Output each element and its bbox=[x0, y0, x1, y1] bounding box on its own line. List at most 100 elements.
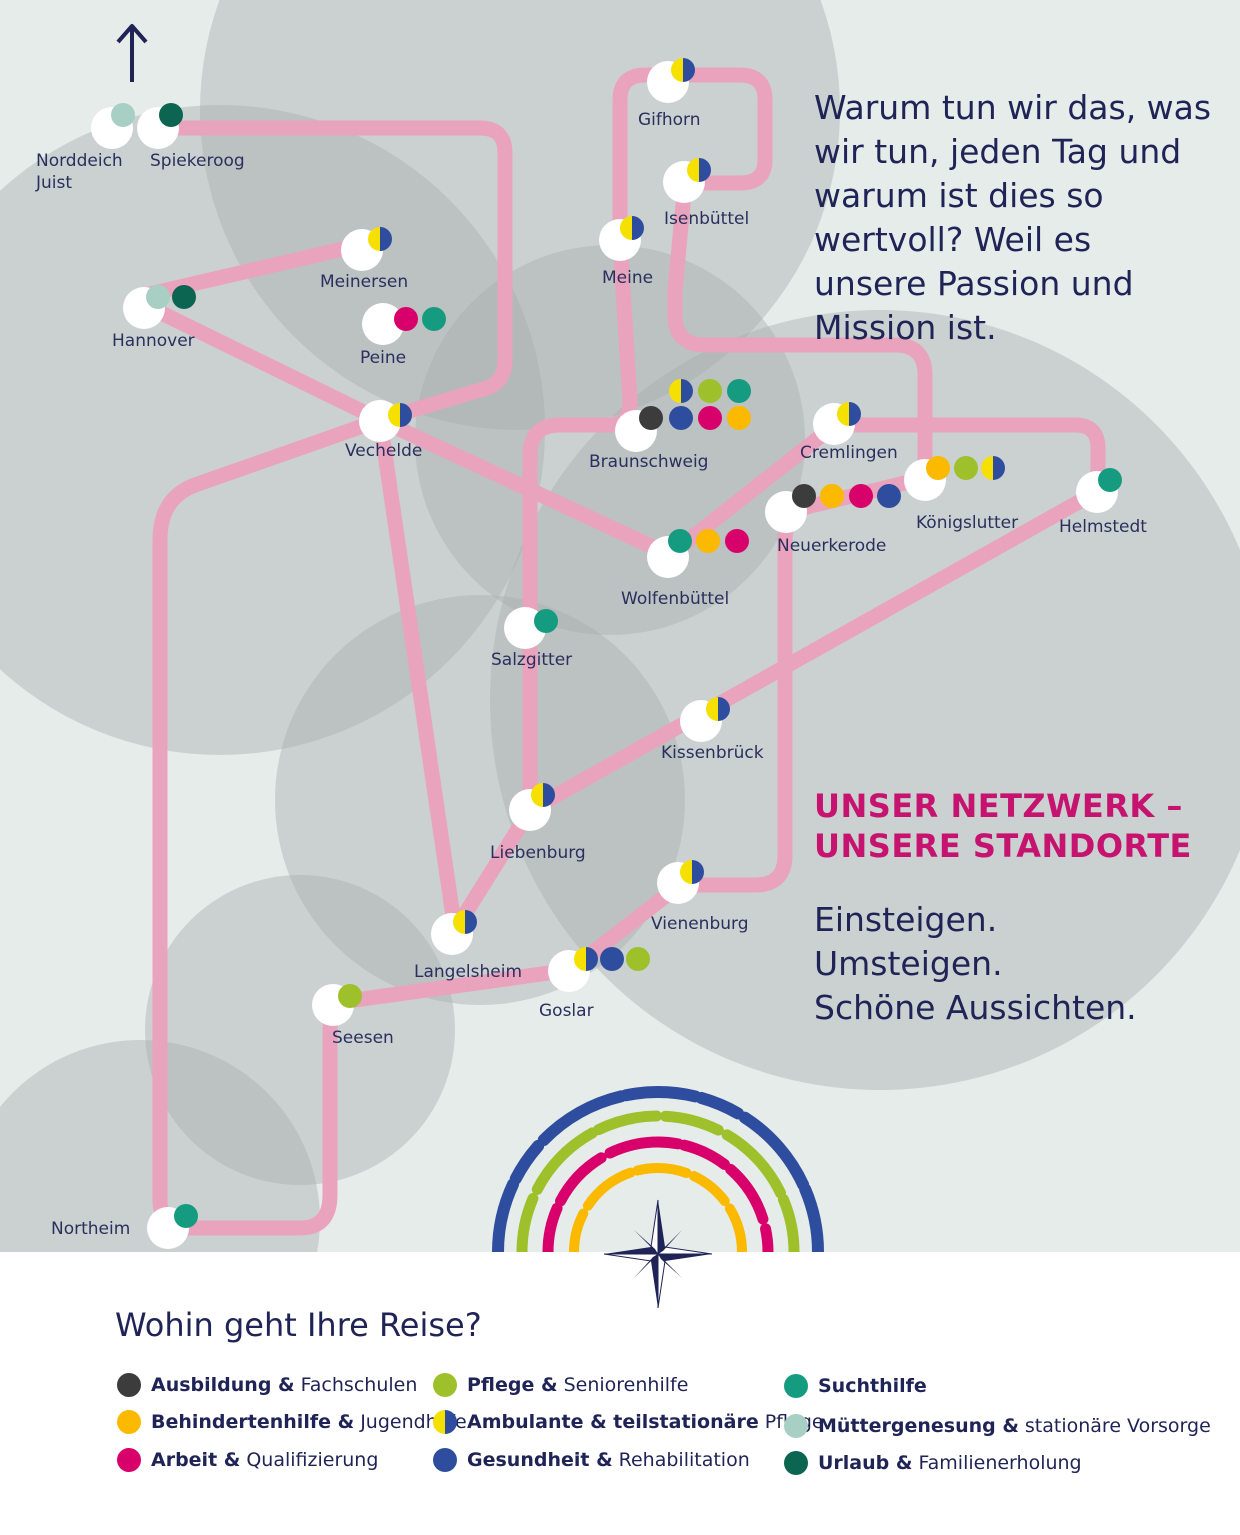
legend-dot-ausbildung bbox=[117, 1373, 141, 1397]
service-dot-ambulant bbox=[687, 158, 711, 182]
slogan-line-2: Umsteigen. bbox=[814, 944, 1003, 983]
legend-item-suchthilfe: Suchthilfe bbox=[784, 1374, 933, 1398]
station-label-kissenbrueck: Kissenbrück bbox=[661, 743, 764, 763]
service-dot-sucht bbox=[727, 379, 751, 403]
legend-label-bold: Behindertenhilfe & bbox=[151, 1411, 355, 1433]
service-dot-ambulant bbox=[669, 379, 693, 403]
service-dot-ambulant bbox=[837, 402, 861, 426]
service-dot-pflege bbox=[338, 984, 362, 1008]
station-label-vienenburg: Vienenburg bbox=[651, 914, 749, 934]
station-label-meine: Meine bbox=[602, 268, 653, 288]
station-label-neuerkerode: Neuerkerode bbox=[777, 536, 886, 556]
north-arrow-icon bbox=[114, 20, 150, 86]
service-dot-pflege bbox=[626, 947, 650, 971]
legend-label-bold: Ambulante & teilstationäre bbox=[467, 1411, 759, 1433]
legend-dot-arbeit bbox=[117, 1448, 141, 1472]
legend-item-urlaub: Urlaub &Familienerholung bbox=[784, 1451, 1082, 1475]
service-dot-ambulant bbox=[680, 860, 704, 884]
legend-item-gesundheit: Gesundheit &Rehabilitation bbox=[433, 1448, 750, 1472]
service-dot-behinderten bbox=[926, 456, 950, 480]
service-dot-ambulant bbox=[981, 456, 1005, 480]
station-label-langelsheim: Langelsheim bbox=[414, 962, 522, 982]
legend-label: Qualifizierung bbox=[246, 1449, 379, 1471]
legend-item-behindertenhilfe: Behindertenhilfe &Jugendhilfe bbox=[117, 1410, 467, 1434]
station-label-salzgitter: Salzgitter bbox=[491, 650, 572, 670]
route-lines bbox=[137, 67, 1108, 1236]
legend-label: stationäre Vorsorge bbox=[1024, 1415, 1211, 1437]
service-dot-arbeit bbox=[725, 529, 749, 553]
network-title: UNSER NETZWERK – UNSERE STANDORTE bbox=[814, 786, 1192, 866]
service-dot-sucht bbox=[422, 307, 446, 331]
station-label-meinersen: Meinersen bbox=[320, 272, 408, 292]
legend-label: Seniorenhilfe bbox=[563, 1374, 689, 1396]
service-dot-sucht bbox=[174, 1204, 198, 1228]
station-label-wolfenbuettel: Wolfenbüttel bbox=[621, 589, 729, 609]
service-dot-sucht bbox=[1098, 468, 1122, 492]
service-dot-muetter bbox=[146, 285, 170, 309]
service-dot-behinderten bbox=[696, 529, 720, 553]
service-dot-ambulant bbox=[368, 227, 392, 251]
station-label-isenbuettel: Isenbüttel bbox=[664, 209, 749, 229]
legend-dot-suchthilfe bbox=[784, 1374, 808, 1398]
legend-label: Familienerholung bbox=[918, 1452, 1082, 1474]
station-label-northeim: Northeim bbox=[51, 1219, 130, 1239]
service-dot-ambulant bbox=[706, 697, 730, 721]
legend-dot-ambulante-pflege bbox=[433, 1410, 457, 1434]
intro-text: Warum tun wir das, was wir tun, jeden Ta… bbox=[814, 88, 1212, 347]
service-dot-arbeit bbox=[394, 307, 418, 331]
slogan-line-3: Schöne Aussichten. bbox=[814, 988, 1137, 1027]
station-marker-peine[interactable] bbox=[362, 303, 404, 345]
station-label-seesen: Seesen bbox=[332, 1028, 394, 1048]
legend-item-ausbildung: Ausbildung &Fachschulen bbox=[117, 1373, 417, 1397]
slogan-line-1: Einsteigen. bbox=[814, 900, 998, 939]
service-dot-ambulant bbox=[574, 947, 598, 971]
station-label-peine: Peine bbox=[360, 348, 406, 368]
station-label-spiekeroog: Spiekeroog bbox=[150, 151, 245, 171]
service-dot-urlaub bbox=[159, 103, 183, 127]
service-dot-behinderten bbox=[820, 484, 844, 508]
service-dot-muetter bbox=[111, 103, 135, 127]
legend-label-bold: Müttergenesung & bbox=[818, 1415, 1019, 1437]
service-dot-ausbildung bbox=[792, 484, 816, 508]
legend-label-bold: Gesundheit & bbox=[467, 1449, 613, 1471]
network-title-line-1: UNSER NETZWERK – bbox=[814, 787, 1183, 825]
compass-star-icon bbox=[603, 1199, 713, 1309]
station-label-hannover: Hannover bbox=[112, 331, 195, 351]
service-dot-ambulant bbox=[453, 910, 477, 934]
service-dot-gesundheit bbox=[877, 484, 901, 508]
service-dot-ambulant bbox=[388, 403, 412, 427]
station-label-liebenburg: Liebenburg bbox=[490, 843, 586, 863]
legend-label-bold: Ausbildung & bbox=[151, 1374, 295, 1396]
legend-label-bold: Suchthilfe bbox=[818, 1375, 927, 1397]
service-dot-arbeit bbox=[698, 406, 722, 430]
service-dot-behinderten bbox=[727, 406, 751, 430]
service-dot-ambulant bbox=[531, 783, 555, 807]
legend-label-bold: Arbeit & bbox=[151, 1449, 241, 1471]
legend-item-muettergenesung: Müttergenesung &stationäre Vorsorge bbox=[784, 1414, 1211, 1438]
service-dot-gesundheit bbox=[669, 406, 693, 430]
station-label-vechelde: Vechelde bbox=[345, 441, 422, 461]
station-label-braunschweig: Braunschweig bbox=[589, 452, 708, 472]
legend-title: Wohin geht Ihre Reise? bbox=[115, 1306, 482, 1344]
legend-label-bold: Pflege & bbox=[467, 1374, 558, 1396]
station-label-helmstedt: Helmstedt bbox=[1059, 517, 1147, 537]
legend-dot-muettergenesung bbox=[784, 1414, 808, 1438]
legend-item-ambulante-pflege: Ambulante & teilstationärePflege bbox=[433, 1410, 824, 1434]
station-label-koenigslutter: Königslutter bbox=[916, 513, 1018, 533]
legend-dot-urlaub bbox=[784, 1451, 808, 1475]
service-dot-ausbildung bbox=[639, 406, 663, 430]
service-dot-urlaub bbox=[172, 285, 196, 309]
legend-item-arbeit: Arbeit &Qualifizierung bbox=[117, 1448, 378, 1472]
legend-label-bold: Urlaub & bbox=[818, 1452, 913, 1474]
legend-label: Fachschulen bbox=[300, 1374, 418, 1396]
service-dot-pflege bbox=[954, 456, 978, 480]
legend-dot-pflege bbox=[433, 1373, 457, 1397]
legend-dot-behindertenhilfe bbox=[117, 1410, 141, 1434]
network-title-line-2: UNSERE STANDORTE bbox=[814, 827, 1192, 865]
legend-label: Rehabilitation bbox=[618, 1449, 750, 1471]
service-dot-sucht bbox=[668, 529, 692, 553]
service-dot-sucht bbox=[534, 609, 558, 633]
station-label-goslar: Goslar bbox=[539, 1001, 594, 1021]
